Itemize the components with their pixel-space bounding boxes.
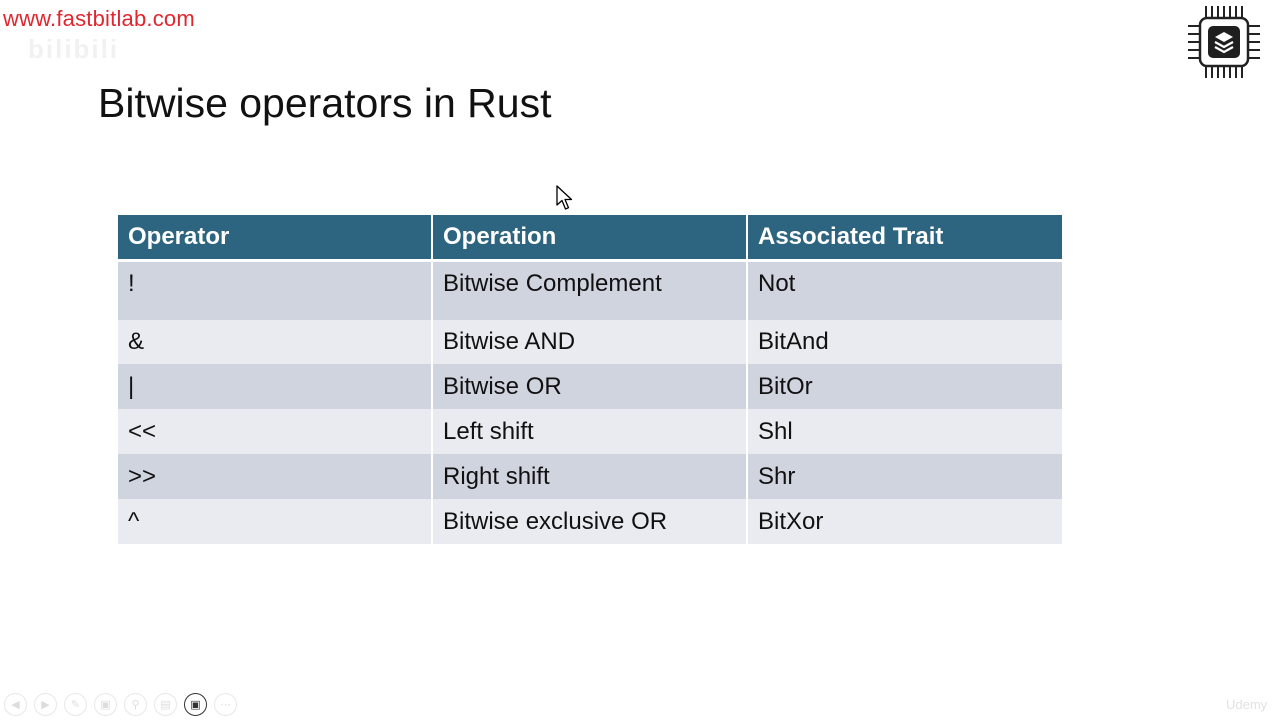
table-row: ! Bitwise Complement Not [118, 260, 1062, 320]
chip-logo-icon [1188, 6, 1260, 78]
next-icon[interactable]: ▶ [34, 692, 57, 716]
cell-trait: Shl [746, 409, 1062, 454]
table-row: | Bitwise OR BitOr [118, 364, 1062, 409]
zoom-icon[interactable]: ⚲ [124, 692, 147, 716]
table-row: << Left shift Shl [118, 409, 1062, 454]
pages-icon[interactable]: ▣ [94, 692, 117, 716]
cell-trait: BitXor [746, 499, 1062, 544]
camera-icon[interactable]: ▣ [184, 692, 207, 716]
cell-operation: Bitwise Complement [431, 260, 747, 320]
previous-icon[interactable]: ◀ [4, 692, 27, 716]
table-row: ^ Bitwise exclusive OR BitXor [118, 499, 1062, 544]
slide-title: Bitwise operators in Rust [98, 80, 552, 126]
watermark-url: www.fastbitlab.com [3, 6, 195, 31]
bitwise-operators-table: Operator Operation Associated Trait ! Bi… [118, 215, 1062, 544]
mouse-cursor-icon [556, 185, 573, 210]
header-operator: Operator [118, 215, 432, 262]
cell-trait: BitAnd [746, 320, 1062, 364]
more-icon[interactable]: ⋯ [214, 692, 237, 716]
udemy-watermark: Udemy [1226, 697, 1268, 712]
cell-trait: Shr [746, 454, 1062, 499]
header-associated-trait: Associated Trait [746, 215, 1062, 262]
table-header-row: Operator Operation Associated Trait [118, 215, 1062, 262]
cell-operation: Bitwise AND [431, 320, 747, 364]
pen-icon[interactable]: ✎ [64, 692, 87, 716]
slideshow-controls: ◀ ▶ ✎ ▣ ⚲ ▤ ▣ ⋯ [4, 692, 237, 716]
cell-trait: BitOr [746, 364, 1062, 409]
cell-operator: << [118, 409, 432, 454]
table-row: >> Right shift Shr [118, 454, 1062, 499]
cell-operation: Left shift [431, 409, 747, 454]
cell-operator: | [118, 364, 432, 409]
table-row: & Bitwise AND BitAnd [118, 320, 1062, 364]
cell-operation: Bitwise OR [431, 364, 747, 409]
cell-operator: >> [118, 454, 432, 499]
subtitle-icon[interactable]: ▤ [154, 692, 177, 716]
cell-trait: Not [746, 260, 1062, 320]
cell-operator: ! [118, 260, 432, 320]
header-operation: Operation [431, 215, 747, 262]
cell-operation: Bitwise exclusive OR [431, 499, 747, 544]
cell-operator: & [118, 320, 432, 364]
cell-operation: Right shift [431, 454, 747, 499]
watermark-bilibili: bilibili [28, 34, 120, 64]
cell-operator: ^ [118, 499, 432, 544]
